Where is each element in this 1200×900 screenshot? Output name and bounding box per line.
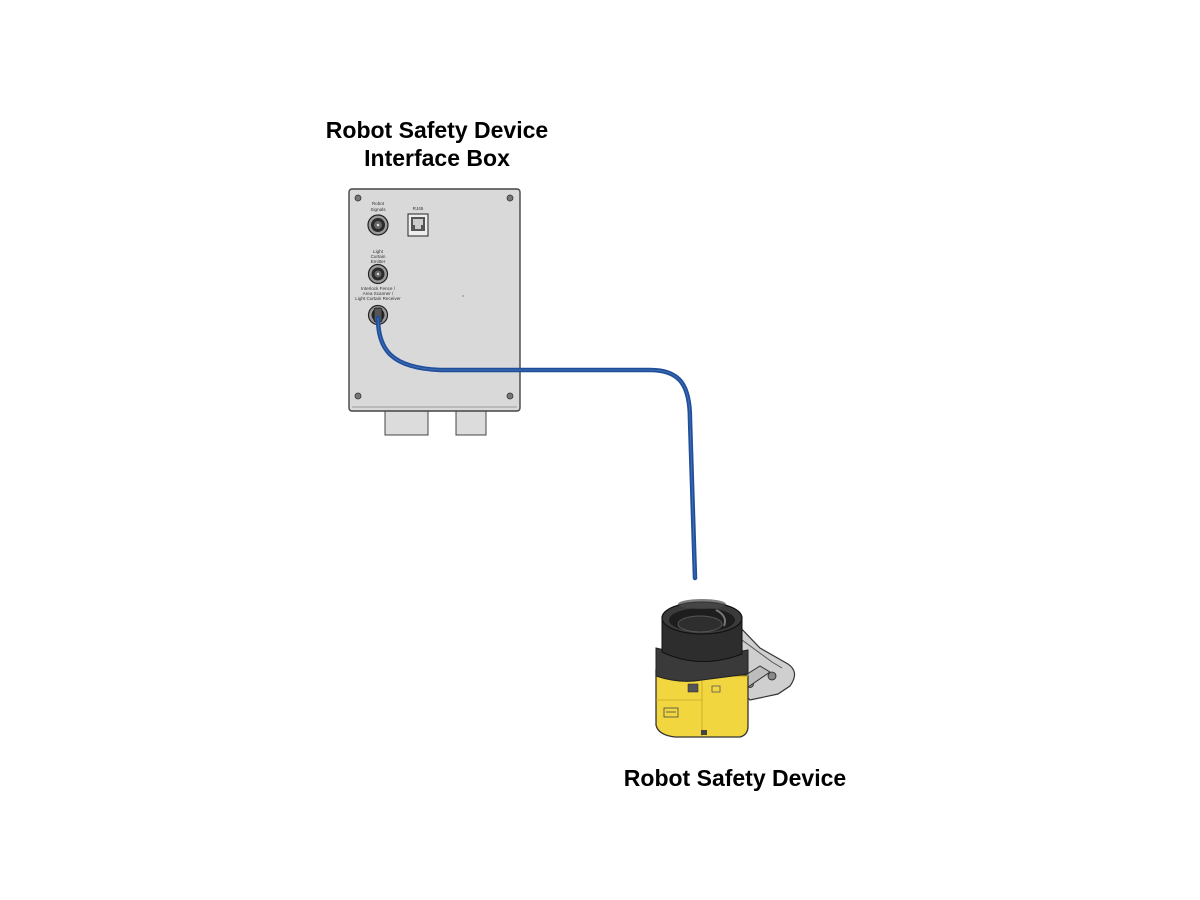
connector-label-receiver-3: Light Curtain Receiver xyxy=(355,296,401,301)
robot-safety-device-title: Robot Safety Device xyxy=(623,765,847,791)
cable-gland-right xyxy=(455,409,487,436)
interface-box: Robot Signals RJ45 Light Curtain Emitter… xyxy=(348,188,521,436)
connector-label-receiver-1: Interlock Fence / xyxy=(361,286,396,291)
light-curtain-emitter-connector-icon xyxy=(367,263,389,285)
rj45-label: RJ45 xyxy=(413,206,424,211)
connector-label-robot-signals-2: Signals xyxy=(370,207,386,212)
interface-box-title-line2: Interface Box xyxy=(364,145,510,171)
interface-box-title-line1: Robot Safety Device xyxy=(325,117,549,143)
connector-label-emitter-2: Curtain xyxy=(371,254,386,259)
screw-icon xyxy=(354,194,514,400)
connector-label-receiver-2: Area Scanner / xyxy=(363,291,394,296)
robot-signals-connector-icon xyxy=(367,214,389,236)
rj45-jack-icon xyxy=(407,213,429,237)
robot-safety-device-icon xyxy=(655,599,796,738)
connector-label-emitter-3: Emitter xyxy=(371,259,386,264)
connector-label-robot-signals-1: Robot xyxy=(372,201,385,206)
cable-gland-left xyxy=(384,409,429,436)
cable xyxy=(375,315,698,581)
connector-label-emitter-1: Light xyxy=(373,249,384,254)
